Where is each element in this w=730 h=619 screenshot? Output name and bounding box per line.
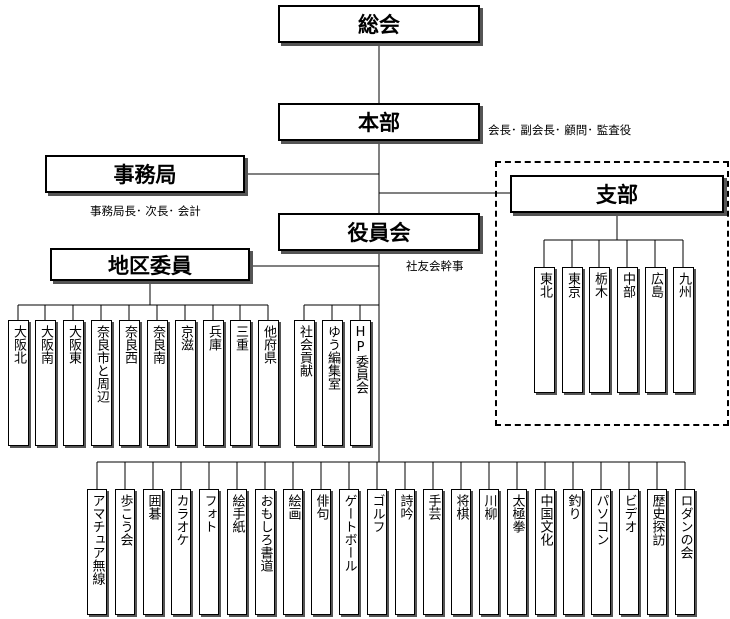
club-box: 絵画 [283, 489, 303, 615]
district-box: 大阪北 [8, 320, 29, 446]
club-box: フォト [199, 489, 219, 615]
club-box: カラオケ [171, 489, 191, 615]
club-box: 囲碁 [143, 489, 163, 615]
club-box: 歴史探訪 [647, 489, 667, 615]
district-committee-label: 地区委員 [108, 253, 192, 278]
board-label: 役員会 [347, 221, 411, 245]
branch-office-box: 中部 [617, 267, 638, 393]
district-box: 大阪東 [63, 320, 84, 446]
club-box: 釣り [563, 489, 583, 615]
secretariat-label: 事務局 [113, 163, 177, 187]
club-box: ロダンの会 [675, 489, 695, 615]
general-meeting-label: 総会 [358, 13, 400, 37]
branch-office-box: 九州 [673, 267, 694, 393]
club-box: 手芸 [423, 489, 443, 615]
branch-office-box: 広島 [645, 267, 666, 393]
club-box: 将棋 [451, 489, 471, 615]
district-box: 京滋 [175, 320, 196, 446]
hq-roles-text: 会長･ 副会長･ 顧問･ 監査役 [488, 123, 632, 137]
club-box: 詩吟 [395, 489, 415, 615]
branch-group-frame [495, 161, 729, 426]
headquarters-label: 本部 [358, 111, 400, 135]
club-box: 川柳 [479, 489, 499, 615]
district-box: 他府県 [258, 320, 279, 446]
secretariat-roles-text: 事務局長･ 次長･ 会計 [90, 204, 201, 218]
secretariat-box: 事務局 [45, 155, 245, 193]
committee-box: HP委員会 [350, 320, 371, 446]
district-box: 奈良市と周辺 [91, 320, 112, 446]
district-box: 奈良西 [119, 320, 140, 446]
branch-label: 支部 [596, 183, 638, 207]
branch-box: 支部 [510, 175, 724, 213]
branch-office-box: 東北 [534, 267, 555, 393]
club-box: 俳句 [311, 489, 331, 615]
club-box: アマチュア無線 [87, 489, 107, 615]
committee-box: 社会貢献 [294, 320, 315, 446]
club-box: おもしろ書道 [255, 489, 275, 615]
club-box: 歩こう会 [115, 489, 135, 615]
club-box: 中国文化 [535, 489, 555, 615]
club-box: 太極拳 [507, 489, 527, 615]
headquarters-box: 本部 [278, 103, 480, 141]
board-box: 役員会 [278, 213, 480, 251]
district-committee-box: 地区委員 [50, 248, 250, 281]
district-box: 奈良南 [147, 320, 168, 446]
branch-office-box: 栃木 [589, 267, 610, 393]
committee-box: ゆう編集室 [322, 320, 343, 446]
branch-office-box: 東京 [562, 267, 583, 393]
board-roles-text: 社友会幹事 [406, 259, 464, 273]
club-box: パソコン [591, 489, 611, 615]
club-box: ゲートボール [339, 489, 359, 615]
district-box: 三重 [230, 320, 251, 446]
district-box: 兵庫 [203, 320, 224, 446]
club-box: ビデオ [619, 489, 639, 615]
district-box: 大阪南 [35, 320, 56, 446]
club-box: 絵手紙 [227, 489, 247, 615]
club-box: ゴルフ [367, 489, 387, 615]
general-meeting-box: 総会 [278, 5, 480, 43]
